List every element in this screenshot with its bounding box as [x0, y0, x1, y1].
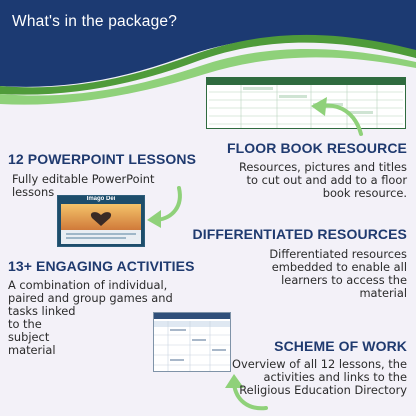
curved-arrow-icon: [147, 186, 182, 228]
powerpoint-line: Fully editable PowerPoint: [12, 172, 155, 186]
powerpoint-heading: 12 POWERPOINT LESSONS: [8, 151, 197, 167]
activities-line: subject: [8, 330, 50, 344]
activities-line: paired and group games and: [8, 291, 173, 305]
curved-arrow-icon: [311, 97, 363, 136]
activities-line: to the: [8, 317, 42, 331]
powerpoint-line: lessons: [12, 185, 55, 199]
differentiated-line: learners to access the: [281, 273, 407, 287]
powerpoint-thumbnail-title: Imago Dei: [86, 196, 116, 202]
scheme-thumbnail: [153, 312, 231, 372]
powerpoint-body: Fully editable PowerPoint lessons: [12, 173, 154, 199]
activities-body: A combination of individual, paired and …: [8, 279, 188, 357]
floor-book-line: Resources, pictures and titles: [238, 160, 407, 174]
activities-heading: 13+ ENGAGING ACTIVITIES: [8, 258, 195, 274]
activities-line: material: [8, 343, 56, 357]
curved-arrow-icon: [225, 374, 268, 411]
scheme-line: activities and links to the: [263, 370, 407, 384]
differentiated-heading: DIFFERENTIATED RESOURCES: [192, 226, 407, 242]
header-wave-background: [0, 0, 416, 105]
scheme-line: Religious Education Directory: [239, 383, 407, 397]
scheme-heading: SCHEME OF WORK: [274, 338, 407, 354]
activities-line: tasks linked: [8, 304, 76, 318]
floor-book-heading: FLOOR BOOK RESOURCE: [226, 140, 407, 156]
scheme-line: Overview of all 12 lessons, the: [232, 357, 407, 371]
differentiated-line: material: [359, 286, 407, 300]
differentiated-line: Differentiated resources: [269, 247, 407, 261]
differentiated-body: Differentiated resources embedded to ena…: [227, 248, 407, 300]
scheme-body: Overview of all 12 lessons, the activiti…: [207, 358, 407, 397]
floor-book-line: to cut out and add to a floor: [246, 173, 407, 187]
differentiated-line: embedded to enable all: [271, 260, 407, 274]
activities-line: A combination of individual,: [8, 278, 168, 292]
page-title: What's in the package?: [12, 13, 178, 30]
powerpoint-thumbnail: Imago Dei: [57, 195, 145, 247]
floor-book-body: Resources, pictures and titles to cut ou…: [187, 161, 407, 200]
floor-book-line: book resource.: [322, 186, 407, 200]
